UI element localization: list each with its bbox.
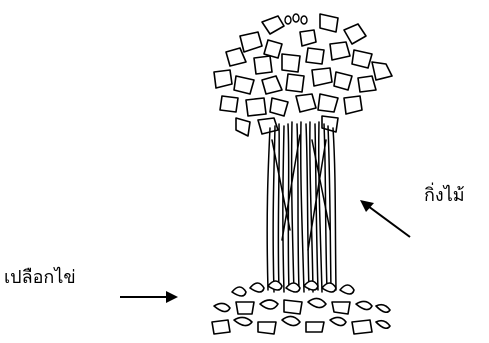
eggshell-layer xyxy=(212,281,390,334)
foliage-cluster xyxy=(214,14,392,136)
arrow-to-eggshell xyxy=(120,291,178,303)
label-branch: กิ่งไม้ xyxy=(424,180,465,209)
twig-bundle xyxy=(267,122,336,292)
foliage-bubbles xyxy=(285,14,307,24)
label-eggshell: เปลือกไข่ xyxy=(4,262,76,291)
arrow-to-branch xyxy=(360,200,410,237)
